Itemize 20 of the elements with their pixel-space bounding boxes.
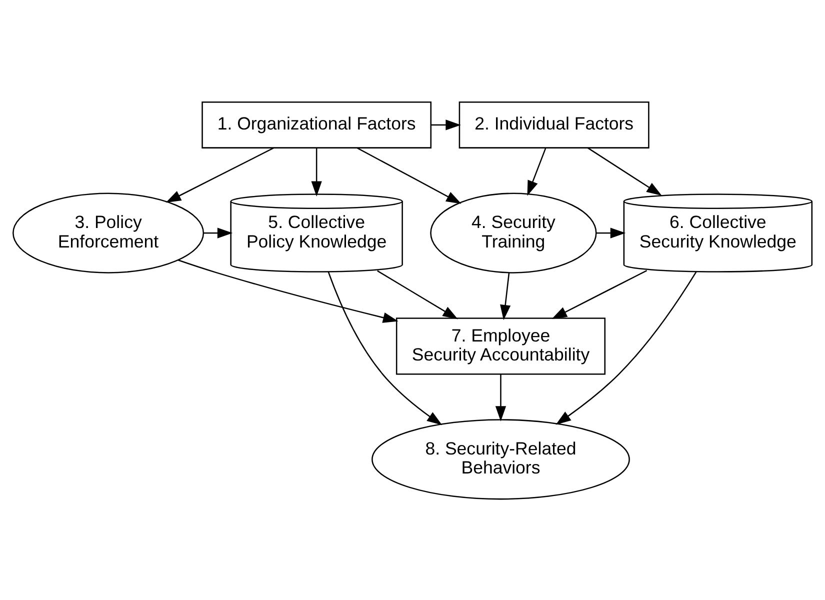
node-box: 2. Individual Factors xyxy=(458,100,650,148)
arrow xyxy=(328,271,442,425)
arrow xyxy=(556,271,697,424)
arrow xyxy=(527,147,546,196)
node-box: 1. Organizational Factors xyxy=(202,100,432,148)
arrow xyxy=(311,148,322,196)
node-ellipse: 3. Policy Enforcement xyxy=(12,192,204,273)
arrow xyxy=(356,146,462,204)
arrow xyxy=(495,374,506,421)
arrow xyxy=(431,119,461,130)
arrow xyxy=(587,146,662,196)
arrow xyxy=(377,270,458,319)
arrow xyxy=(166,146,274,202)
arrow xyxy=(500,272,511,320)
arrow xyxy=(552,269,648,318)
node-box: 7. Employee Security Accountability xyxy=(396,317,606,374)
arrow xyxy=(596,227,626,238)
arrow xyxy=(204,227,233,238)
node-ellipse: 8. Security-Related Behaviors xyxy=(372,418,630,500)
arrow xyxy=(178,259,398,322)
